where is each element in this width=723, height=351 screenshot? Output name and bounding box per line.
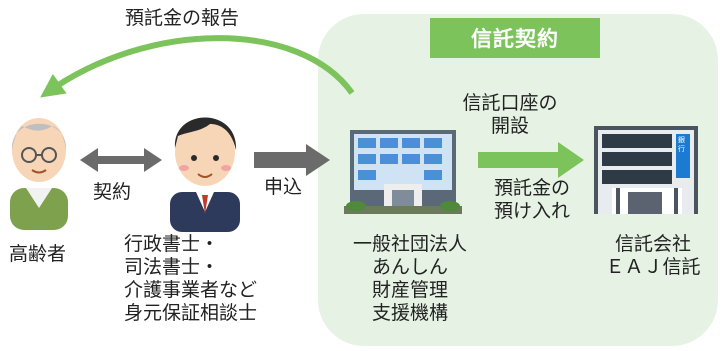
trust-contract-badge: 信託契約 <box>430 18 600 58</box>
account-opening-label: 信託口座の 開設 <box>462 92 558 137</box>
contract-double-arrow <box>80 148 162 172</box>
organization-building-icon <box>344 130 462 214</box>
deposit-arrow <box>478 142 584 178</box>
trust-company-building-icon <box>594 126 698 214</box>
professional-person-icon <box>170 117 240 232</box>
trust-company-label: 信託会社 ＥＡＪ信託 <box>605 233 701 278</box>
bank-sign-label: 銀行 <box>678 136 685 153</box>
organization-label: 一般社団法人 あんしん 財産管理 支援機構 <box>352 233 467 324</box>
deposit-label: 預託金の 預け入れ <box>493 177 570 222</box>
professional-label: 行政書士・ 司法書士・ 介護事業者など 身元保証相談士 <box>124 233 258 324</box>
contract-label: 契約 <box>93 181 132 203</box>
elder-person-icon <box>10 118 68 230</box>
report-label: 預託金の報告 <box>125 7 240 29</box>
apply-label: 申込 <box>264 176 303 198</box>
report-arrow <box>40 35 355 98</box>
elder-label: 高齢者 <box>9 243 67 265</box>
apply-arrow <box>254 144 330 176</box>
